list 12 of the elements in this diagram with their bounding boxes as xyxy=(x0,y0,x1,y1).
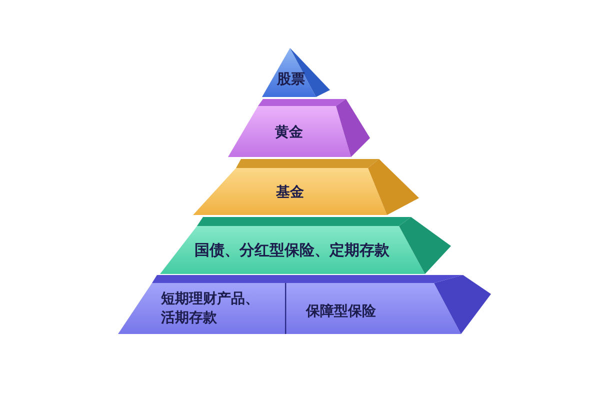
pyramid-layer xyxy=(193,159,419,215)
pyramid-base-section xyxy=(118,275,285,334)
pyramid-layer xyxy=(228,99,370,157)
layer-label: 保障型保险 xyxy=(306,302,376,322)
pyramid-base-section xyxy=(285,275,491,334)
layer-label: 短期理财产品、活期存款 xyxy=(161,290,260,328)
layer-label: 国债、分红型保险、定期存款 xyxy=(194,240,390,260)
layer-label: 基金 xyxy=(276,184,304,202)
layer-label: 黄金 xyxy=(275,124,303,142)
pyramid-apex xyxy=(262,48,330,97)
pyramid-layer xyxy=(160,217,451,274)
layer-label: 股票 xyxy=(277,70,305,90)
